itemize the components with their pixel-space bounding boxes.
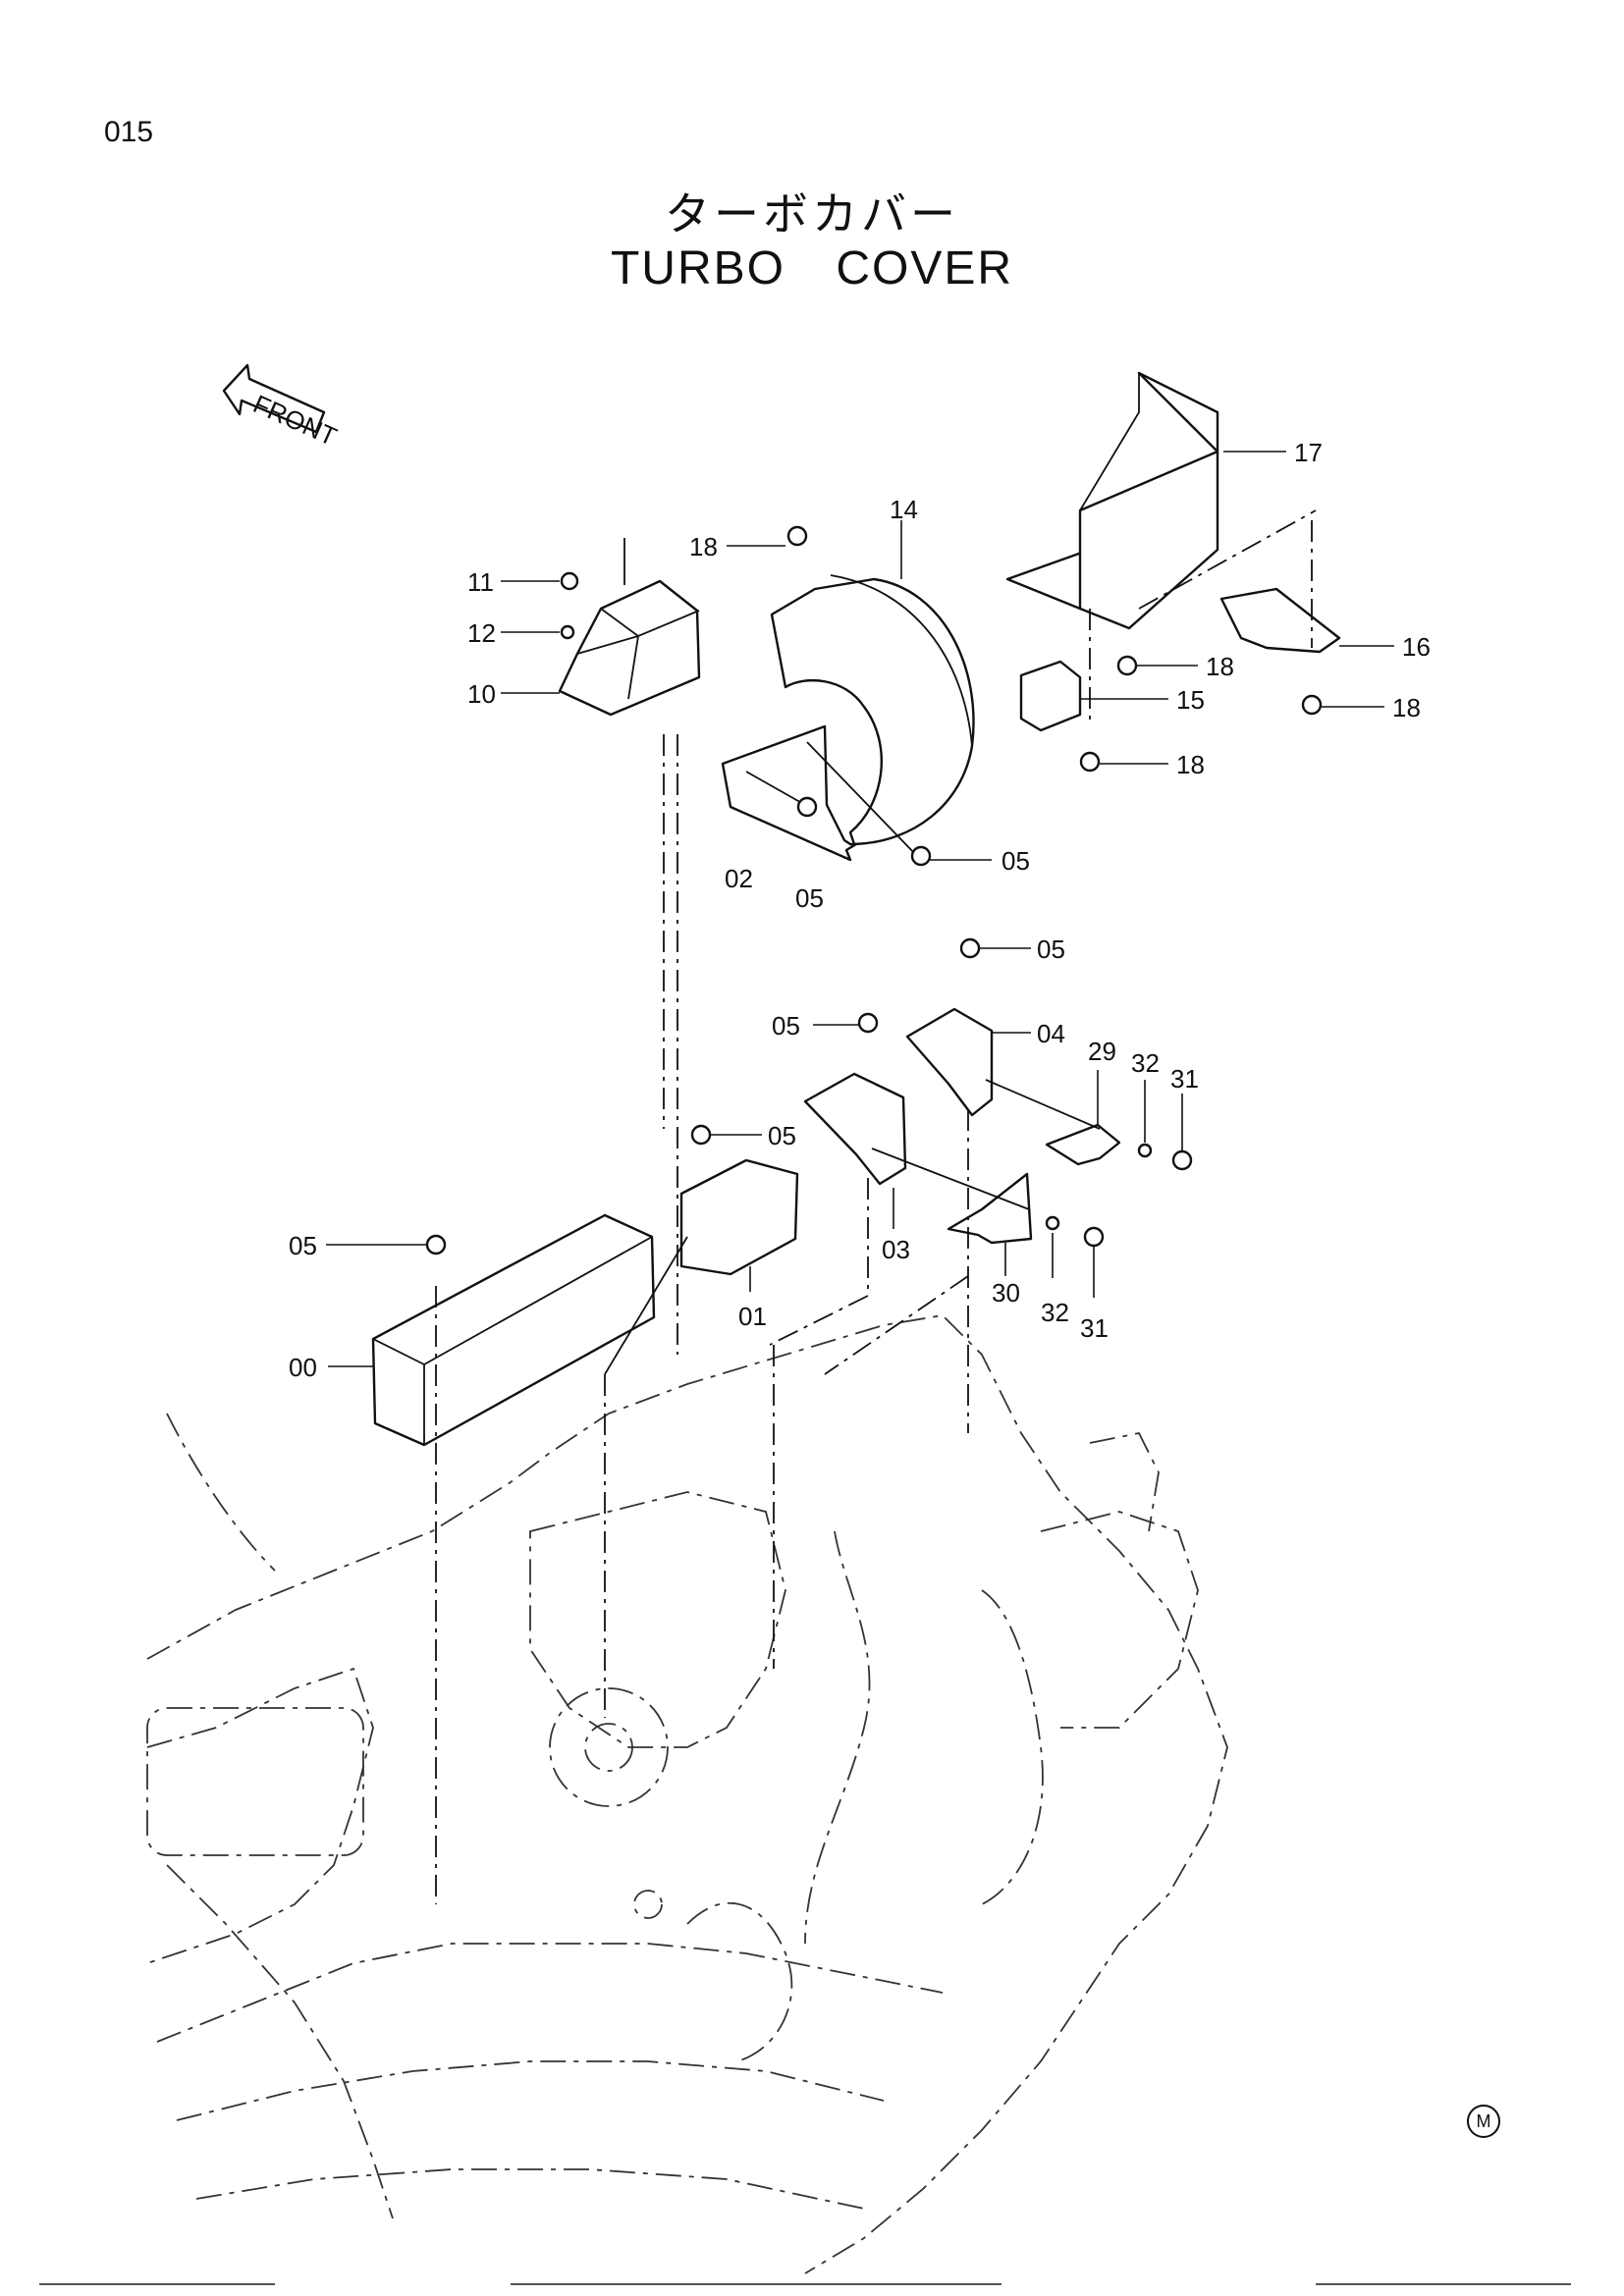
callout-18-top: 18 (689, 532, 718, 561)
footer-rule-middle (511, 2283, 1001, 2285)
callouts: 11 12 10 18 14 02 05 05 17 16 18 15 18 1… (289, 438, 1431, 1382)
page-title-english: TURBO COVER (610, 242, 1014, 294)
callout-16: 16 (1402, 632, 1431, 662)
footer-rule-left (39, 2283, 275, 2285)
part-14-turbo-cover (721, 574, 975, 862)
callout-05-top-bracket: 05 (1037, 934, 1065, 964)
callout-11: 11 (467, 567, 494, 597)
bolt-icons (425, 525, 1323, 1255)
callout-00: 00 (289, 1353, 317, 1382)
part-03-bracket (803, 1072, 907, 1186)
page-number: 015 (104, 116, 154, 148)
part-10-bracket (558, 538, 701, 717)
callout-05-right: 05 (1001, 846, 1030, 876)
callout-31-lower: 31 (1080, 1313, 1109, 1343)
callout-18-right: 18 (1206, 652, 1234, 681)
part-17-upper-cover (1005, 371, 1317, 630)
callout-05-under-02: 05 (795, 883, 824, 913)
callout-04: 04 (1037, 1019, 1065, 1048)
callout-31-upper: 31 (1170, 1064, 1199, 1094)
callout-18-far-right: 18 (1392, 693, 1421, 722)
callout-12: 12 (467, 618, 496, 648)
callout-10: 10 (467, 679, 496, 709)
callout-05-box: 05 (289, 1231, 317, 1260)
part-01-bracket (679, 1158, 799, 1276)
page-title-japanese: ターボカバー (665, 187, 959, 240)
callout-29: 29 (1088, 1037, 1116, 1066)
callout-30: 30 (992, 1278, 1020, 1308)
part-16-bracket (1219, 520, 1341, 654)
callout-03: 03 (882, 1235, 910, 1264)
front-arrow-icon: FRONT (222, 363, 342, 452)
footer-rule-right (1316, 2283, 1571, 2285)
callout-05-bracket-01: 05 (768, 1121, 796, 1150)
callout-01: 01 (738, 1302, 767, 1331)
callout-32-upper: 32 (1131, 1048, 1160, 1078)
callout-15: 15 (1176, 685, 1205, 715)
part-00-box-cover (371, 1213, 656, 1447)
callout-18-lower: 18 (1176, 750, 1205, 779)
callout-14: 14 (890, 495, 918, 524)
m-mark-icon: M (1467, 2105, 1500, 2138)
part-15-bracket (1019, 660, 1082, 732)
callout-17: 17 (1294, 438, 1323, 467)
callout-02: 02 (725, 864, 753, 893)
engine-outline (146, 1314, 1228, 2274)
callout-32-lower: 32 (1041, 1298, 1069, 1327)
part-30-bracket (947, 1172, 1033, 1245)
part-04-bracket (905, 1007, 994, 1117)
part-29-bracket (1045, 1123, 1121, 1166)
assembly-lines (435, 609, 1101, 1904)
callout-05-bracket-03: 05 (772, 1011, 800, 1041)
